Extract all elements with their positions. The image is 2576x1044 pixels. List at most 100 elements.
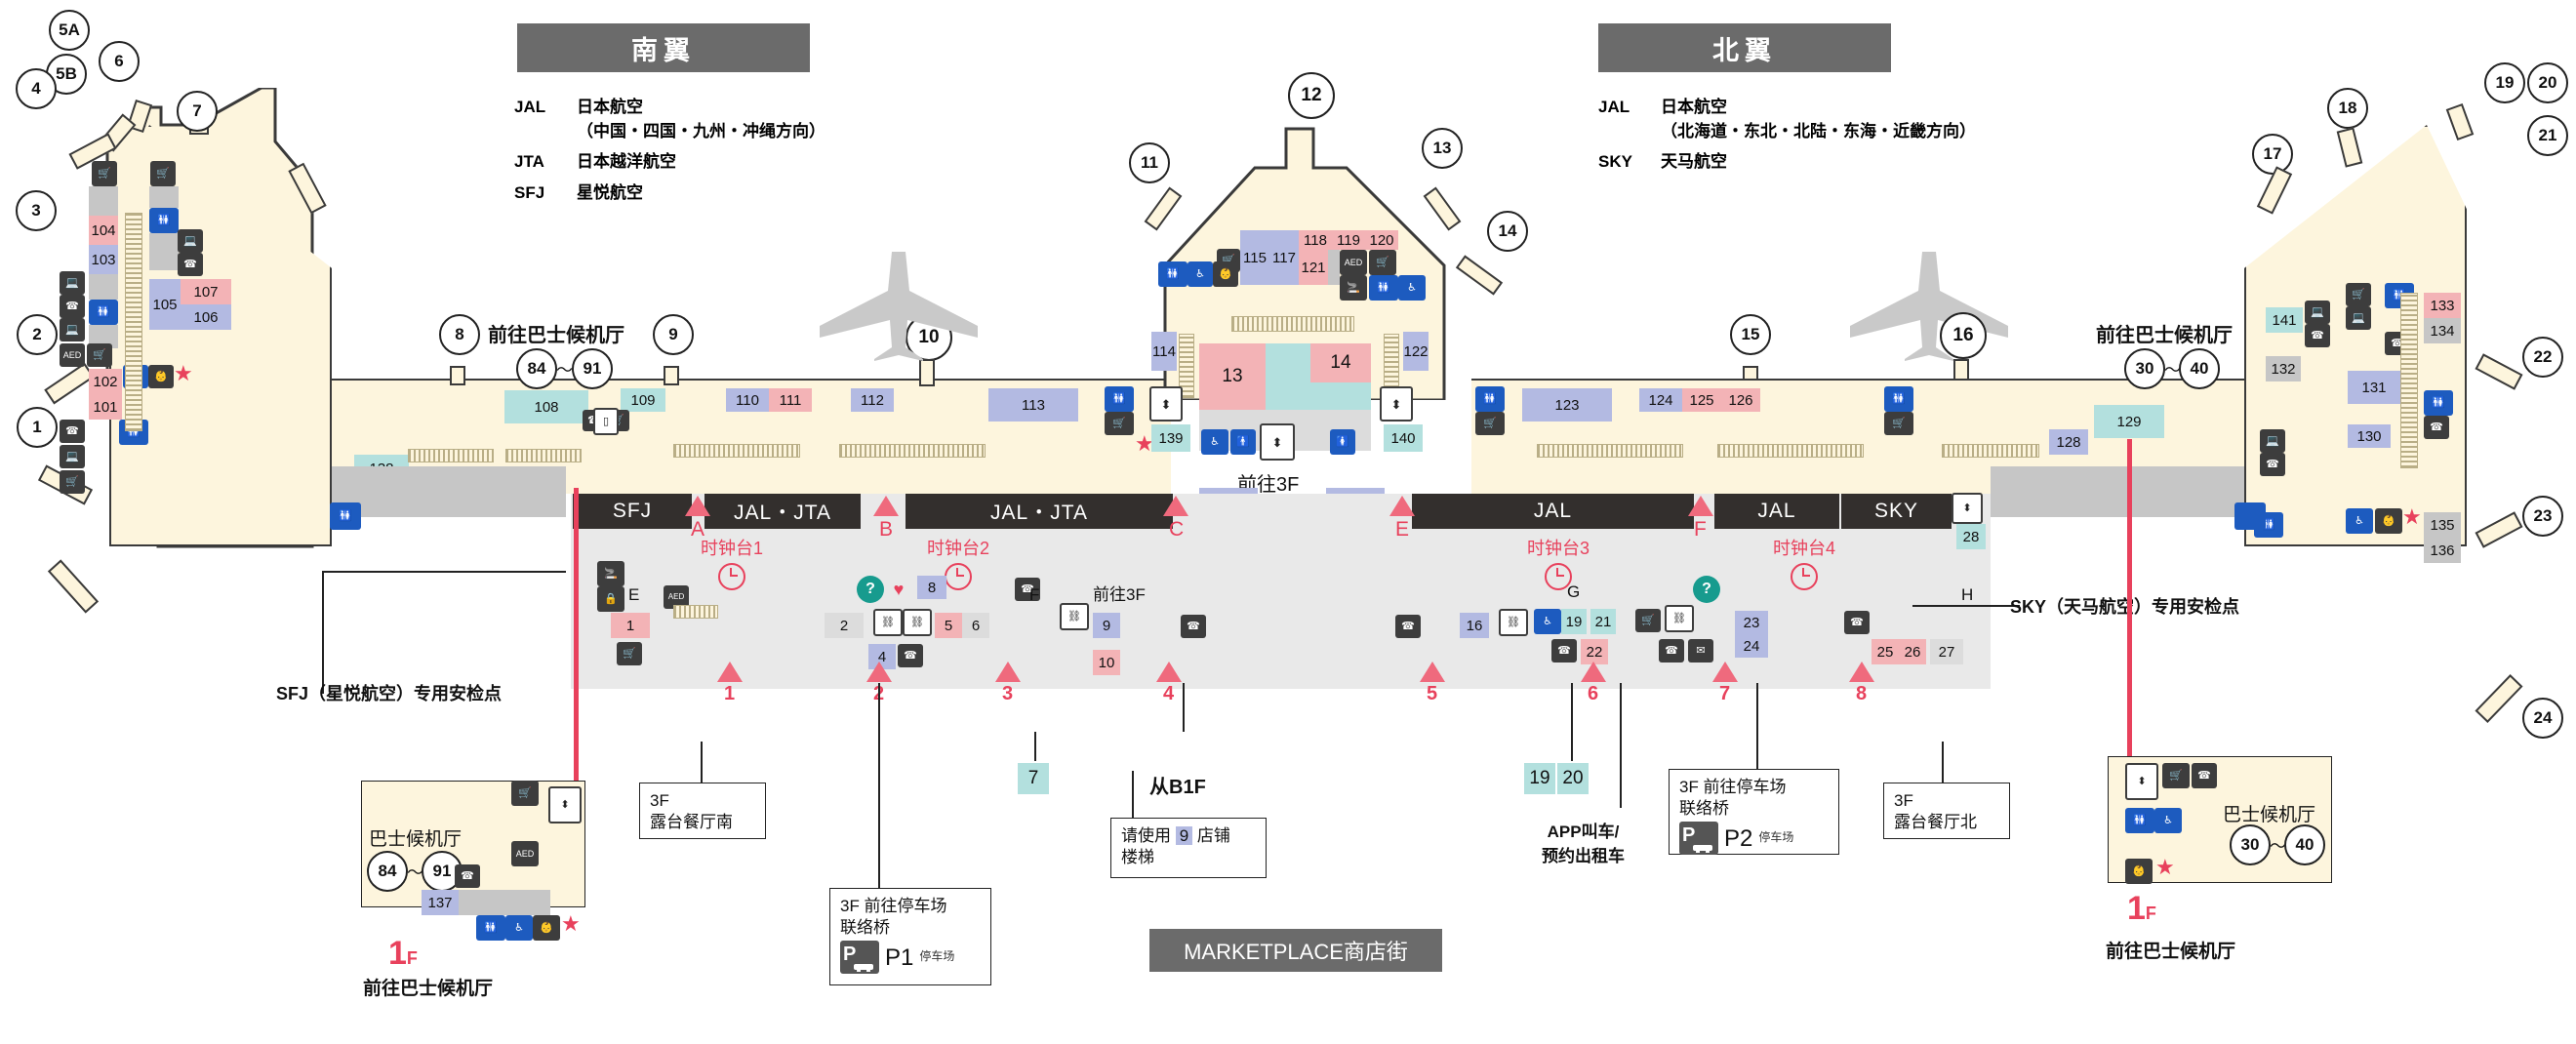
shop-cell-106[interactable]: 106 [181, 304, 231, 330]
shop-cell-104[interactable]: 104 [89, 216, 118, 245]
shop-cell-119[interactable]: 119 [1332, 230, 1365, 250]
checkin-counter-sfj[interactable]: SFJ [573, 494, 692, 529]
gate-16[interactable]: 16 [1940, 312, 1987, 359]
shop-cell-117[interactable]: 117 [1269, 230, 1299, 285]
checkin-counter-jal-1[interactable]: JAL [1412, 494, 1694, 529]
shop-cell-9[interactable]: 9 [1093, 613, 1120, 638]
shop-cell-28[interactable]: 28 [1956, 524, 1986, 549]
shop-cell-109[interactable]: 109 [621, 388, 665, 412]
shop-cell-7-callout[interactable]: 7 [1018, 763, 1049, 794]
checkin-counter-jal-jta-1[interactable]: JAL・JTA [704, 494, 861, 529]
shop-cell-140[interactable]: 140 [1384, 424, 1423, 452]
bus-gate-40[interactable]: 40 [2179, 348, 2220, 389]
gate-20[interactable]: 20 [2527, 62, 2568, 103]
shop-cell-2[interactable]: 2 [825, 613, 864, 638]
shop-cell-27[interactable]: 27 [1930, 639, 1963, 664]
shop-cell[interactable] [149, 233, 179, 270]
gate-22[interactable]: 22 [2522, 337, 2563, 378]
shop-cell-126[interactable]: 126 [1721, 388, 1760, 412]
gate-18[interactable]: 18 [2327, 88, 2368, 129]
shop-cell-110[interactable]: 110 [726, 388, 769, 412]
shop-cell[interactable] [89, 274, 118, 300]
gate-23[interactable]: 23 [2522, 496, 2563, 537]
shop-cell-19[interactable]: 19 [1561, 609, 1587, 634]
hall-cell[interactable] [1310, 382, 1371, 410]
shop-cell-1[interactable]: 1 [611, 613, 650, 638]
shop-cell-5[interactable]: 5 [935, 613, 962, 638]
callout-parking-p1[interactable]: 3F 前往停车场 联络桥 P P1 停车场 [829, 888, 991, 985]
hall-cell-14[interactable]: 14 [1310, 343, 1371, 382]
gate-3[interactable]: 3 [16, 190, 57, 231]
shop-cell-6[interactable]: 6 [962, 613, 989, 638]
shop-cell-121[interactable]: 121 [1299, 250, 1328, 285]
shop-cell[interactable] [89, 186, 118, 216]
shop-cell-24[interactable]: 24 [1735, 634, 1768, 658]
hall-cell[interactable] [1266, 343, 1310, 410]
shop-cell-101[interactable]: 101 [89, 394, 122, 420]
shop-cell[interactable] [149, 186, 179, 208]
shop-cell-112[interactable]: 112 [851, 388, 894, 412]
shop-cell-124[interactable]: 124 [1639, 388, 1682, 412]
checkin-counter-jal-jta-2[interactable]: JAL・JTA [906, 494, 1173, 529]
gate-5a[interactable]: 5A [49, 10, 90, 51]
gate-11[interactable]: 11 [1129, 142, 1170, 183]
shop-cell-123[interactable]: 123 [1522, 388, 1612, 422]
shop-cell-10[interactable]: 10 [1093, 650, 1120, 675]
bus-lounge-north-gate-30[interactable]: 30 [2230, 824, 2271, 865]
bus-lounge-north-gate-40[interactable]: 40 [2284, 824, 2325, 865]
shop-cell-128[interactable]: 128 [2049, 429, 2088, 455]
gate-7[interactable]: 7 [177, 91, 218, 132]
bus-gate-91[interactable]: 91 [572, 348, 613, 389]
bus-lounge-south-gate-84[interactable]: 84 [367, 851, 408, 892]
shop-cell-23[interactable]: 23 [1735, 611, 1768, 634]
shop-cell-141[interactable]: 141 [2266, 307, 2303, 333]
shop-cell[interactable] [1328, 250, 1340, 285]
shop-cell-21[interactable]: 21 [1590, 609, 1616, 634]
shop-cell-130[interactable]: 130 [2348, 424, 2391, 448]
shop-cell-120[interactable]: 120 [1365, 230, 1398, 250]
shop-cell-22[interactable]: 22 [1581, 639, 1608, 664]
shop-cell-122[interactable]: 122 [1403, 332, 1429, 371]
shop-cell-133[interactable]: 133 [2424, 293, 2461, 318]
shop-cell-103[interactable]: 103 [89, 245, 118, 274]
gate-19[interactable]: 19 [2484, 62, 2525, 103]
shop-cell-102[interactable]: 102 [89, 369, 122, 394]
gate-2[interactable]: 2 [17, 314, 58, 355]
gate-14[interactable]: 14 [1487, 211, 1528, 252]
shop-cell-137[interactable]: 137 [422, 890, 459, 915]
shop-cell-108[interactable]: 108 [504, 390, 588, 423]
gate-13[interactable]: 13 [1422, 128, 1463, 169]
gate-1[interactable]: 1 [17, 407, 58, 448]
gate-4[interactable]: 4 [16, 68, 57, 109]
shop-cell-113[interactable]: 113 [988, 388, 1078, 422]
shop-cell-25[interactable]: 25 [1872, 639, 1899, 664]
shop-cell-115[interactable]: 115 [1240, 230, 1269, 285]
gate-21[interactable]: 21 [2527, 115, 2568, 156]
shop-cell-132[interactable]: 132 [2266, 356, 2301, 381]
gate-15[interactable]: 15 [1730, 314, 1771, 355]
shop-cell-16[interactable]: 16 [1460, 613, 1489, 638]
shop-cell-114[interactable]: 114 [1151, 332, 1177, 371]
gate-12[interactable]: 12 [1288, 72, 1335, 119]
hall-cell-13[interactable]: 13 [1199, 343, 1266, 410]
shop-cell-107[interactable]: 107 [181, 279, 231, 304]
shop-cell-136[interactable]: 136 [2424, 538, 2461, 563]
shop-cell-26[interactable]: 26 [1899, 639, 1926, 664]
gate-6[interactable]: 6 [99, 41, 140, 82]
gate-24[interactable]: 24 [2522, 698, 2563, 739]
shop-cell-134[interactable]: 134 [2424, 318, 2461, 343]
shop-cell-139[interactable]: 139 [1151, 424, 1190, 452]
gate-9[interactable]: 9 [653, 314, 694, 355]
shop-cell-118[interactable]: 118 [1299, 230, 1332, 250]
bus-gate-30[interactable]: 30 [2124, 348, 2165, 389]
checkin-counter-jal-2[interactable]: JAL [1714, 494, 1839, 529]
checkin-counter-sky[interactable]: SKY [1841, 494, 1952, 529]
shop-cell-105[interactable]: 105 [149, 279, 181, 330]
callout-parking-p2[interactable]: 3F 前往停车场 联络桥 P P2 停车场 [1669, 769, 1839, 856]
shop-cell-19-callout[interactable]: 19 [1524, 763, 1555, 794]
shop-cell-135[interactable]: 135 [2424, 512, 2461, 538]
gate-17[interactable]: 17 [2252, 134, 2293, 175]
shop-cell-8[interactable]: 8 [917, 576, 946, 599]
bus-gate-84[interactable]: 84 [516, 348, 557, 389]
shop-cell-129[interactable]: 129 [2094, 405, 2164, 438]
